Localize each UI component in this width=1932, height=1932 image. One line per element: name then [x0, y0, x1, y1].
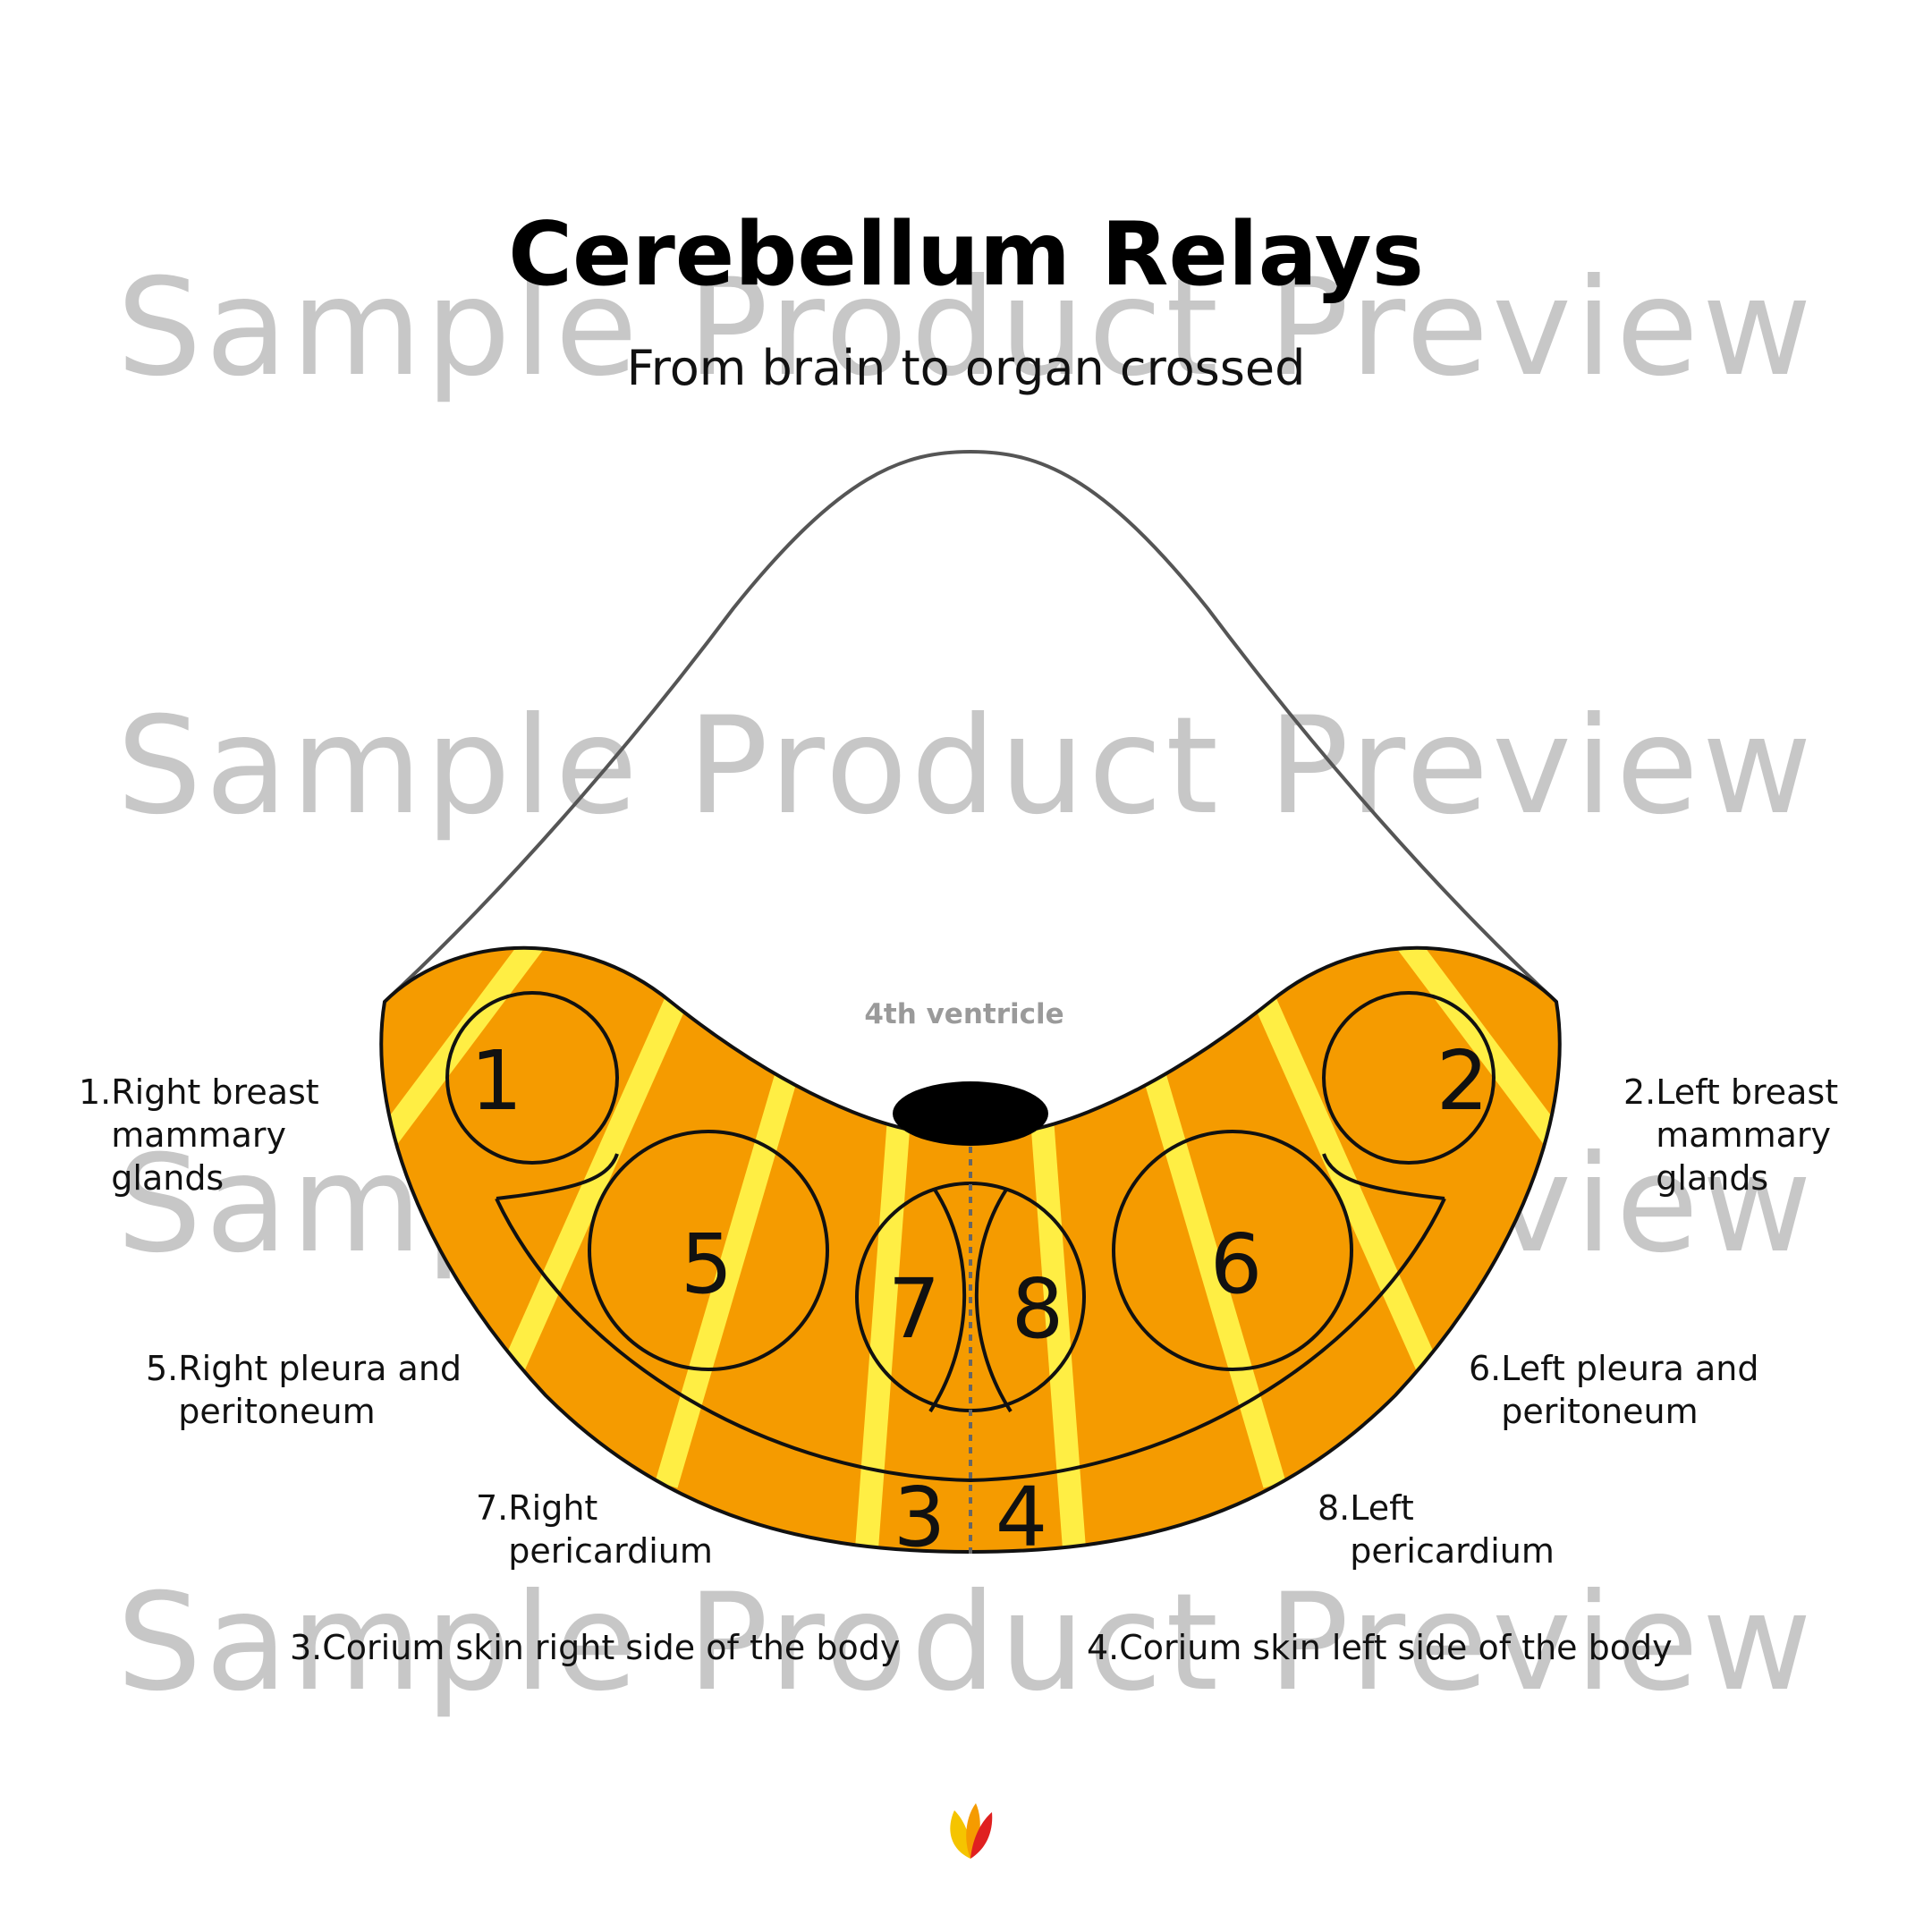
legend-item-6: 6.Left pleura and peritoneum: [1469, 1347, 1758, 1433]
legend-text: Right pericardium: [508, 1488, 713, 1571]
legend-text: Left breast mammary glands: [1656, 1072, 1839, 1198]
region-circle-5: [588, 1130, 829, 1371]
fourth-ventricle: [893, 1081, 1048, 1146]
legend-text: Left pericardium: [1350, 1488, 1555, 1571]
legend-text: Left pleura and peritoneum: [1501, 1349, 1759, 1431]
page-title: Cerebellum Relays: [508, 204, 1424, 306]
region-number-4: 4: [996, 1470, 1048, 1565]
watermark-bottom: Sample Product Preview: [116, 1565, 1816, 1721]
legend-text: Corium skin left side of the body: [1119, 1628, 1673, 1667]
legend-text: Right pleura and peritoneum: [178, 1349, 462, 1431]
legend-item-7: 7.Right pericardium: [476, 1487, 713, 1572]
stripe: [381, 947, 547, 1161]
region-circle-1: [445, 991, 619, 1165]
region-number-8: 8: [1012, 1261, 1064, 1357]
stripe: [655, 1070, 799, 1488]
stripe: [1250, 987, 1451, 1401]
stripe-group: [381, 947, 1560, 1552]
legend-number: 5.: [146, 1349, 179, 1388]
legend-number: 8.: [1318, 1488, 1351, 1528]
legend-item-1: 1.Right breast mammary glands: [79, 1071, 319, 1199]
region-circle-6: [1112, 1130, 1353, 1371]
legend-number: 3.: [290, 1628, 323, 1667]
legend-number: 1.: [79, 1072, 112, 1112]
ventricle-label: 4th ventricle: [864, 998, 1063, 1030]
legend-number: 6.: [1469, 1349, 1502, 1388]
legend-number: 2.: [1623, 1072, 1657, 1112]
legend-number: 7.: [476, 1488, 509, 1528]
region-8-arc: [974, 1188, 1013, 1413]
legend-item-3: 3.Corium skin right side of the body: [290, 1626, 900, 1669]
legend-item-2: 2.Left breast mammary glands: [1623, 1071, 1838, 1199]
brand-leaf-logo-icon: [950, 1803, 993, 1859]
legend-text: Right breast mammary glands: [111, 1072, 319, 1198]
region-circle-2: [1322, 991, 1496, 1165]
legend-item-4: 4.Corium skin left side of the body: [1087, 1626, 1673, 1669]
legend-number: 4.: [1087, 1628, 1120, 1667]
legend-item-5: 5.Right pleura and peritoneum: [146, 1347, 462, 1433]
watermark-middle: Sample Product Preview: [116, 689, 1816, 844]
region-number-5: 5: [681, 1216, 733, 1312]
region-7-arc: [928, 1188, 967, 1413]
region-number-3: 3: [894, 1470, 946, 1565]
page-subtitle: From brain to organ crossed: [626, 340, 1306, 396]
stripe: [1394, 947, 1560, 1161]
region-number-1: 1: [470, 1033, 523, 1129]
inner-crescent-line: [495, 1153, 1446, 1483]
cerebellum-band-outline: [379, 945, 1562, 1555]
region-number-2: 2: [1436, 1033, 1489, 1129]
region-number-6: 6: [1210, 1216, 1263, 1312]
region-number-7: 7: [888, 1261, 941, 1357]
stripe: [490, 987, 691, 1401]
watermark-top: Sample Product Preview: [116, 250, 1816, 406]
legend-text: Corium skin right side of the body: [322, 1628, 901, 1667]
stripe: [1142, 1070, 1286, 1488]
legend-item-8: 8.Left pericardium: [1318, 1487, 1555, 1572]
brainstem-outline: [383, 449, 1558, 1004]
stripe: [1030, 1117, 1087, 1552]
stripe: [854, 1117, 911, 1552]
